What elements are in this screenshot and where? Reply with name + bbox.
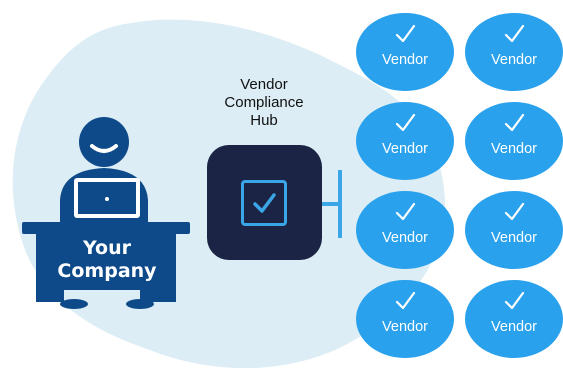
checkbox-icon	[241, 180, 287, 226]
check-icon	[395, 291, 416, 310]
foot-left	[60, 299, 88, 309]
vendor-label: Vendor	[491, 52, 537, 68]
vendor-node: Vendor	[465, 191, 563, 269]
vendor-node: Vendor	[356, 102, 454, 180]
compliance-hub-box	[207, 145, 322, 260]
foot-right	[126, 299, 154, 309]
company-label: Your Company	[57, 237, 157, 282]
vendor-label: Vendor	[491, 141, 537, 157]
person-head	[79, 117, 129, 167]
vendor-node: Vendor	[465, 280, 563, 358]
vendor-node: Vendor	[465, 13, 563, 91]
vendor-node: Vendor	[356, 280, 454, 358]
vendor-label: Vendor	[491, 319, 537, 335]
hub-connector-bar	[338, 170, 342, 238]
desk-front	[36, 228, 176, 290]
check-icon	[504, 24, 525, 43]
desk-leg-left	[36, 290, 64, 302]
vendor-node: Vendor	[356, 191, 454, 269]
hub-connector-line	[322, 202, 340, 206]
check-icon	[504, 202, 525, 221]
vendor-node: Vendor	[465, 102, 563, 180]
vendor-node: Vendor	[356, 13, 454, 91]
desk-leg-right	[140, 290, 176, 302]
check-icon	[504, 291, 525, 310]
vendor-label: Vendor	[382, 141, 428, 157]
vendor-label: Vendor	[491, 230, 537, 246]
check-icon	[395, 113, 416, 132]
vendor-label: Vendor	[382, 52, 428, 68]
check-icon	[395, 202, 416, 221]
hub-label: Vendor Compliance Hub	[224, 76, 304, 129]
vendor-label: Vendor	[382, 319, 428, 335]
laptop-icon	[74, 178, 140, 218]
check-icon	[504, 113, 525, 132]
vendor-label: Vendor	[382, 230, 428, 246]
check-icon	[395, 24, 416, 43]
